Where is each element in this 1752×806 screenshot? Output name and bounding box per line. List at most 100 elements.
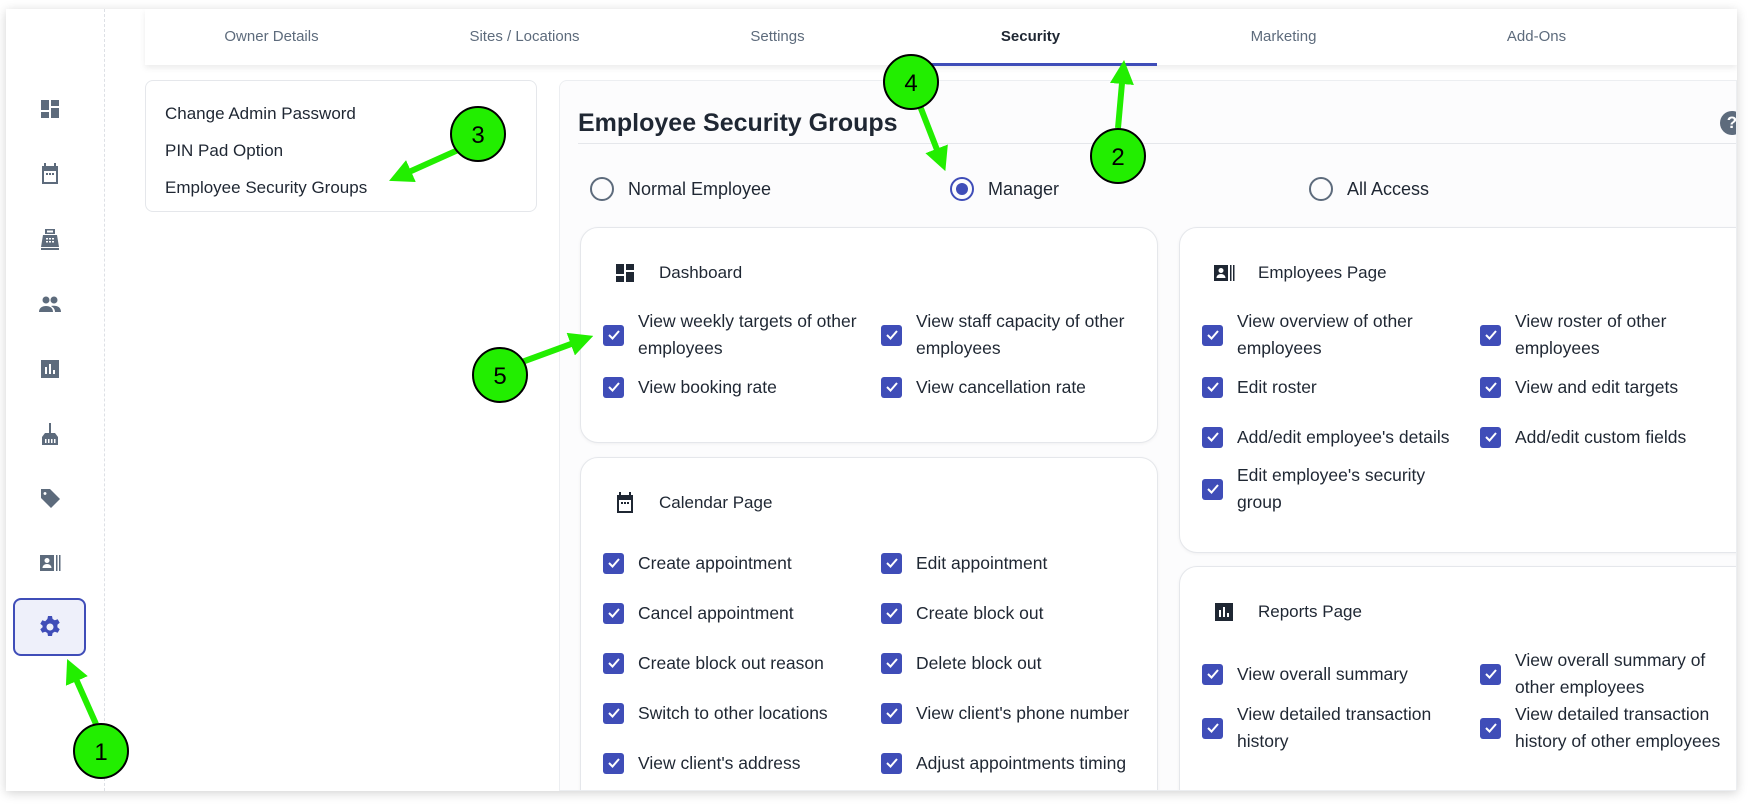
checkbox-checked[interactable] — [603, 552, 624, 574]
permission-label: Switch to other locations — [638, 702, 828, 723]
tab-add-ons[interactable]: Add-Ons — [1506, 28, 1567, 45]
divider — [578, 143, 1736, 144]
sidebar — [6, 9, 105, 791]
checkbox-checked[interactable] — [603, 602, 624, 624]
check-icon — [607, 382, 620, 392]
reports-icon — [1215, 603, 1233, 621]
permission-item: View cancellation rate — [881, 362, 1157, 412]
permission-label: View detailed transaction history — [1237, 704, 1432, 751]
check-icon — [607, 608, 620, 618]
permission-label: View booking rate — [638, 376, 777, 397]
checkbox-checked[interactable] — [881, 652, 902, 674]
permission-label: Cancel appointment — [638, 602, 794, 623]
contact-card-icon — [39, 555, 60, 571]
checkbox-checked[interactable] — [603, 752, 624, 774]
tab-settings[interactable]: Settings — [750, 28, 805, 45]
permission-item: View overview of other employees — [1202, 308, 1480, 362]
tab-marketing[interactable]: Marketing — [1250, 28, 1317, 45]
permission-label: View weekly targets of other employees — [638, 311, 857, 358]
tab-sites-locations[interactable]: Sites / Locations — [469, 28, 580, 45]
permission-item: View and edit targets — [1480, 362, 1736, 412]
check-icon — [1484, 382, 1497, 392]
sidebar-item-register[interactable] — [13, 210, 86, 268]
radio-label: All Access — [1347, 178, 1430, 199]
checkbox-checked[interactable] — [881, 752, 902, 774]
radio-circle-selected[interactable] — [950, 177, 974, 201]
checkbox-checked[interactable] — [1480, 717, 1501, 739]
checkbox-checked[interactable] — [603, 702, 624, 724]
sidebar-item-reports[interactable] — [13, 340, 86, 398]
checkbox-checked[interactable] — [603, 376, 624, 398]
permission-item: Edit employee's security group — [1202, 462, 1480, 516]
checkbox-checked[interactable] — [881, 702, 902, 724]
check-icon — [607, 758, 620, 768]
tab-security[interactable]: Security — [904, 9, 1157, 66]
radio-normal-employee[interactable]: Normal Employee — [590, 177, 771, 201]
checkbox-checked[interactable] — [1202, 426, 1223, 448]
permission-label: View client's address — [638, 752, 801, 773]
radio-manager[interactable]: Manager — [950, 177, 1059, 201]
check-icon — [885, 658, 898, 668]
help-icon[interactable]: ? — [1720, 111, 1736, 135]
card-title: Reports Page — [1258, 602, 1362, 621]
register-icon — [40, 229, 59, 250]
check-icon — [607, 330, 620, 340]
permission-item: View roster of other employees — [1480, 308, 1736, 362]
sidebar-item-clients[interactable] — [13, 534, 86, 592]
checkbox-checked[interactable] — [881, 602, 902, 624]
checkbox-checked[interactable] — [603, 652, 624, 674]
permission-label: View staff capacity of other employees — [916, 311, 1125, 358]
dashboard-icon — [616, 264, 634, 282]
checkbox-checked[interactable] — [1480, 426, 1501, 448]
card-title: Dashboard — [659, 263, 743, 282]
checkbox-checked[interactable] — [881, 376, 902, 398]
checkbox-checked[interactable] — [1480, 663, 1501, 685]
menu-pin-pad-option[interactable]: PIN Pad Option — [165, 141, 284, 160]
checkbox-checked[interactable] — [1202, 717, 1223, 739]
checkbox-checked[interactable] — [1480, 376, 1501, 398]
people-icon — [38, 296, 61, 312]
permission-label: View roster of other employees — [1515, 311, 1667, 358]
permission-label: Edit roster — [1237, 376, 1317, 397]
radio-all-access[interactable]: All Access — [1309, 177, 1429, 201]
permission-item: View overall summary — [1202, 647, 1480, 701]
sidebar-item-dashboard[interactable] — [13, 80, 86, 138]
menu-change-admin-password[interactable]: Change Admin Password — [165, 104, 356, 123]
checkbox-checked[interactable] — [881, 324, 902, 346]
radio-circle[interactable] — [1309, 177, 1333, 201]
permission-item: View detailed transaction history of oth… — [1480, 701, 1736, 755]
sidebar-item-services[interactable] — [13, 405, 86, 463]
sidebar-item-calendar[interactable] — [13, 145, 86, 203]
permission-label: View and edit targets — [1515, 376, 1679, 397]
permission-item: Switch to other locations — [603, 688, 881, 738]
permission-label: Edit employee's security group — [1237, 465, 1426, 512]
menu-employee-security-groups[interactable]: Employee Security Groups — [165, 178, 368, 197]
sidebar-item-employees[interactable] — [13, 275, 86, 333]
permission-item: Adjust appointments timing — [881, 738, 1157, 788]
sidebar-item-products[interactable] — [13, 469, 86, 527]
check-icon — [607, 558, 620, 568]
checkbox-checked[interactable] — [881, 552, 902, 574]
app-window: Owner Details Sites / Locations Settings… — [6, 9, 1737, 791]
checkbox-checked[interactable] — [1480, 324, 1501, 346]
checkbox-checked[interactable] — [1202, 663, 1223, 685]
permission-item: Delete block out — [881, 638, 1157, 688]
check-icon — [1484, 330, 1497, 340]
check-icon — [1484, 432, 1497, 442]
permission-item: View weekly targets of other employees — [603, 308, 881, 362]
checkbox-checked[interactable] — [1202, 478, 1223, 500]
checkbox-checked[interactable] — [1202, 324, 1223, 346]
page-title: Employee Security Groups — [578, 109, 898, 137]
sidebar-item-settings[interactable] — [13, 598, 86, 656]
checkbox-checked[interactable] — [603, 324, 624, 346]
permission-label: Delete block out — [916, 652, 1042, 673]
tab-owner-details[interactable]: Owner Details — [224, 28, 319, 45]
permission-item: View client's phone number — [881, 688, 1157, 738]
radio-label: Normal Employee — [628, 178, 772, 199]
radio-circle[interactable] — [590, 177, 614, 201]
employees-card: Employees Page View overview of other em… — [1179, 227, 1736, 553]
check-icon — [885, 708, 898, 718]
security-menu: Change Admin Password PIN Pad Option Emp… — [145, 80, 537, 212]
checkbox-checked[interactable] — [1202, 376, 1223, 398]
check-icon — [1206, 432, 1219, 442]
